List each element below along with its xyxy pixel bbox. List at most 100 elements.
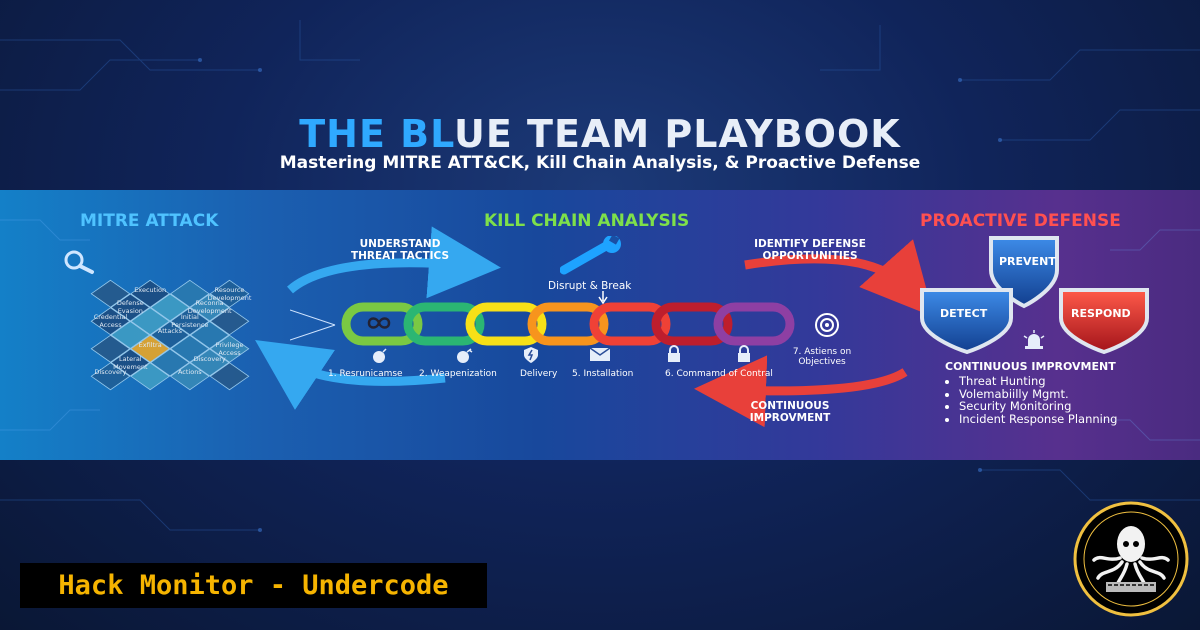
chain-link (527, 302, 609, 346)
wrench-icon (560, 236, 621, 275)
matrix-cell (189, 348, 230, 377)
matrix-grid (90, 279, 250, 391)
matrix-cell (130, 362, 171, 391)
brand-banner: Hack Monitor - Undercode (20, 563, 487, 608)
matrix-cell-label: Resource Development (207, 285, 252, 302)
improvement-item: Incident Response Planning (959, 412, 1185, 426)
matrix-cell (209, 307, 250, 336)
matrix-cell (150, 321, 190, 349)
octopus-logo (1073, 501, 1189, 617)
matrix-cell (90, 334, 131, 363)
improvement-heading: CONTINUOUS IMPROVMENT (945, 360, 1116, 373)
bomb-icon (373, 348, 387, 363)
matrix-cell-label: Credential Access (93, 313, 128, 330)
matrix-cell-label: Privilege Access (215, 340, 244, 357)
matrix-cell (130, 307, 171, 336)
matrix-cell (90, 362, 131, 391)
matrix-cell-label: Lateral Movement (113, 354, 148, 371)
detect-shield (920, 288, 1013, 354)
shield-icon (524, 347, 538, 363)
kill-chain (341, 302, 795, 346)
continuous-arrow-left (255, 340, 446, 410)
prevent-label: PREVENT (999, 255, 1056, 268)
continuous-arrow-right (694, 355, 908, 428)
matrix-cell (110, 293, 151, 322)
matrix-cell (130, 334, 171, 363)
panel-circuits (0, 219, 1200, 441)
matrix-cell-label: Discovery (193, 354, 226, 363)
identify-label: IDENTIFY DEFENSE OPPORTUNITIES (754, 238, 866, 262)
matrix-cell (169, 279, 210, 308)
chain-link (465, 302, 547, 346)
lock-icon (668, 345, 680, 362)
target-icon (815, 313, 839, 337)
lock-icon-2 (738, 345, 750, 362)
chain-link (651, 302, 733, 346)
matrix-cell-label: Attacks (157, 327, 183, 335)
disrupt-label: Disrupt & Break (548, 280, 632, 292)
chain-link (713, 302, 795, 346)
chain-link (403, 302, 485, 346)
matrix-cell-label: Initial Persistence (171, 313, 209, 330)
matrix-cell-label: Defense Evasion (116, 299, 144, 316)
kill-step-1: 1. Resrunicamse (328, 369, 403, 379)
improvement-item: Security Monitoring (959, 400, 1185, 413)
alarm-icon (1023, 330, 1045, 349)
chain-link (589, 302, 671, 346)
connector-lines (290, 309, 336, 341)
envelope-icon (589, 347, 611, 361)
matrix-cell (189, 293, 230, 322)
magnifier-icon (64, 250, 94, 274)
kill-step-7: 7. Astiens on Objectives (792, 347, 852, 367)
matrix-cell-label: Actions (177, 368, 202, 377)
matrix-cell (209, 334, 250, 363)
title-part-white: UE TEAM PLAYBOOK (453, 112, 901, 156)
improvement-list: CONTINUOUS IMPROVMENT Threat Hunting Vol… (945, 360, 1185, 425)
kill-step-6: 6. Commamd of Contral (665, 369, 773, 379)
title-part-blue: THE BL (299, 112, 454, 156)
matrix-cell (130, 279, 171, 308)
detect-label: DETECT (940, 307, 988, 320)
understand-arrow (287, 226, 501, 299)
mitre-heading: MITRE ATTACK (80, 211, 219, 231)
respond-label: RESPOND (1071, 307, 1131, 320)
chain-link (341, 302, 423, 346)
matrix-cell (189, 321, 230, 349)
defense-shields (920, 236, 1149, 354)
kill-step-2: 2. Weapenization (419, 369, 497, 379)
matrix-cell (110, 321, 151, 349)
page-subtitle: Mastering MITRE ATT&CK, Kill Chain Analy… (279, 153, 921, 173)
matrix-cell (209, 362, 250, 391)
page-title: THE BLUE TEAM PLAYBOOK (0, 112, 1200, 156)
matrix-cell-label: Execution (134, 285, 167, 294)
proactive-heading: PROACTIVE DEFENSE (920, 211, 1121, 231)
matrix-cell (209, 279, 250, 308)
bomb-icon-2 (457, 348, 473, 363)
improvement-item: Threat Hunting (959, 375, 1185, 388)
matrix-cell-label: Exfiltra (138, 340, 162, 349)
matrix-cell-label: Reconna Development (187, 299, 232, 316)
kill-step-3: Delivery (520, 369, 558, 379)
matrix-cell (150, 293, 190, 322)
improvement-item: Volemabiilly Mgmt. (959, 387, 1185, 401)
infinity-icon (367, 317, 391, 329)
matrix-cell (90, 307, 131, 336)
understand-label: UNDERSTAND THREAT TACTICS (350, 238, 450, 262)
respond-shield (1059, 288, 1149, 354)
matrix-cell (150, 348, 190, 377)
continuous-label: CONTINUOUS IMPROVMENT (749, 400, 831, 424)
identify-arrow (744, 239, 934, 317)
matrix-cell (169, 307, 210, 336)
matrix-cell-label: Discovery (94, 368, 127, 377)
matrix-cell (110, 348, 151, 377)
kill-step-5: 5. Installation (572, 369, 634, 379)
down-arrow-icon (598, 291, 608, 305)
matrix-cell (169, 334, 210, 363)
matrix-cell (90, 279, 131, 308)
matrix-cell (169, 362, 210, 391)
killchain-heading: KILL CHAIN ANALYSIS (484, 211, 690, 231)
